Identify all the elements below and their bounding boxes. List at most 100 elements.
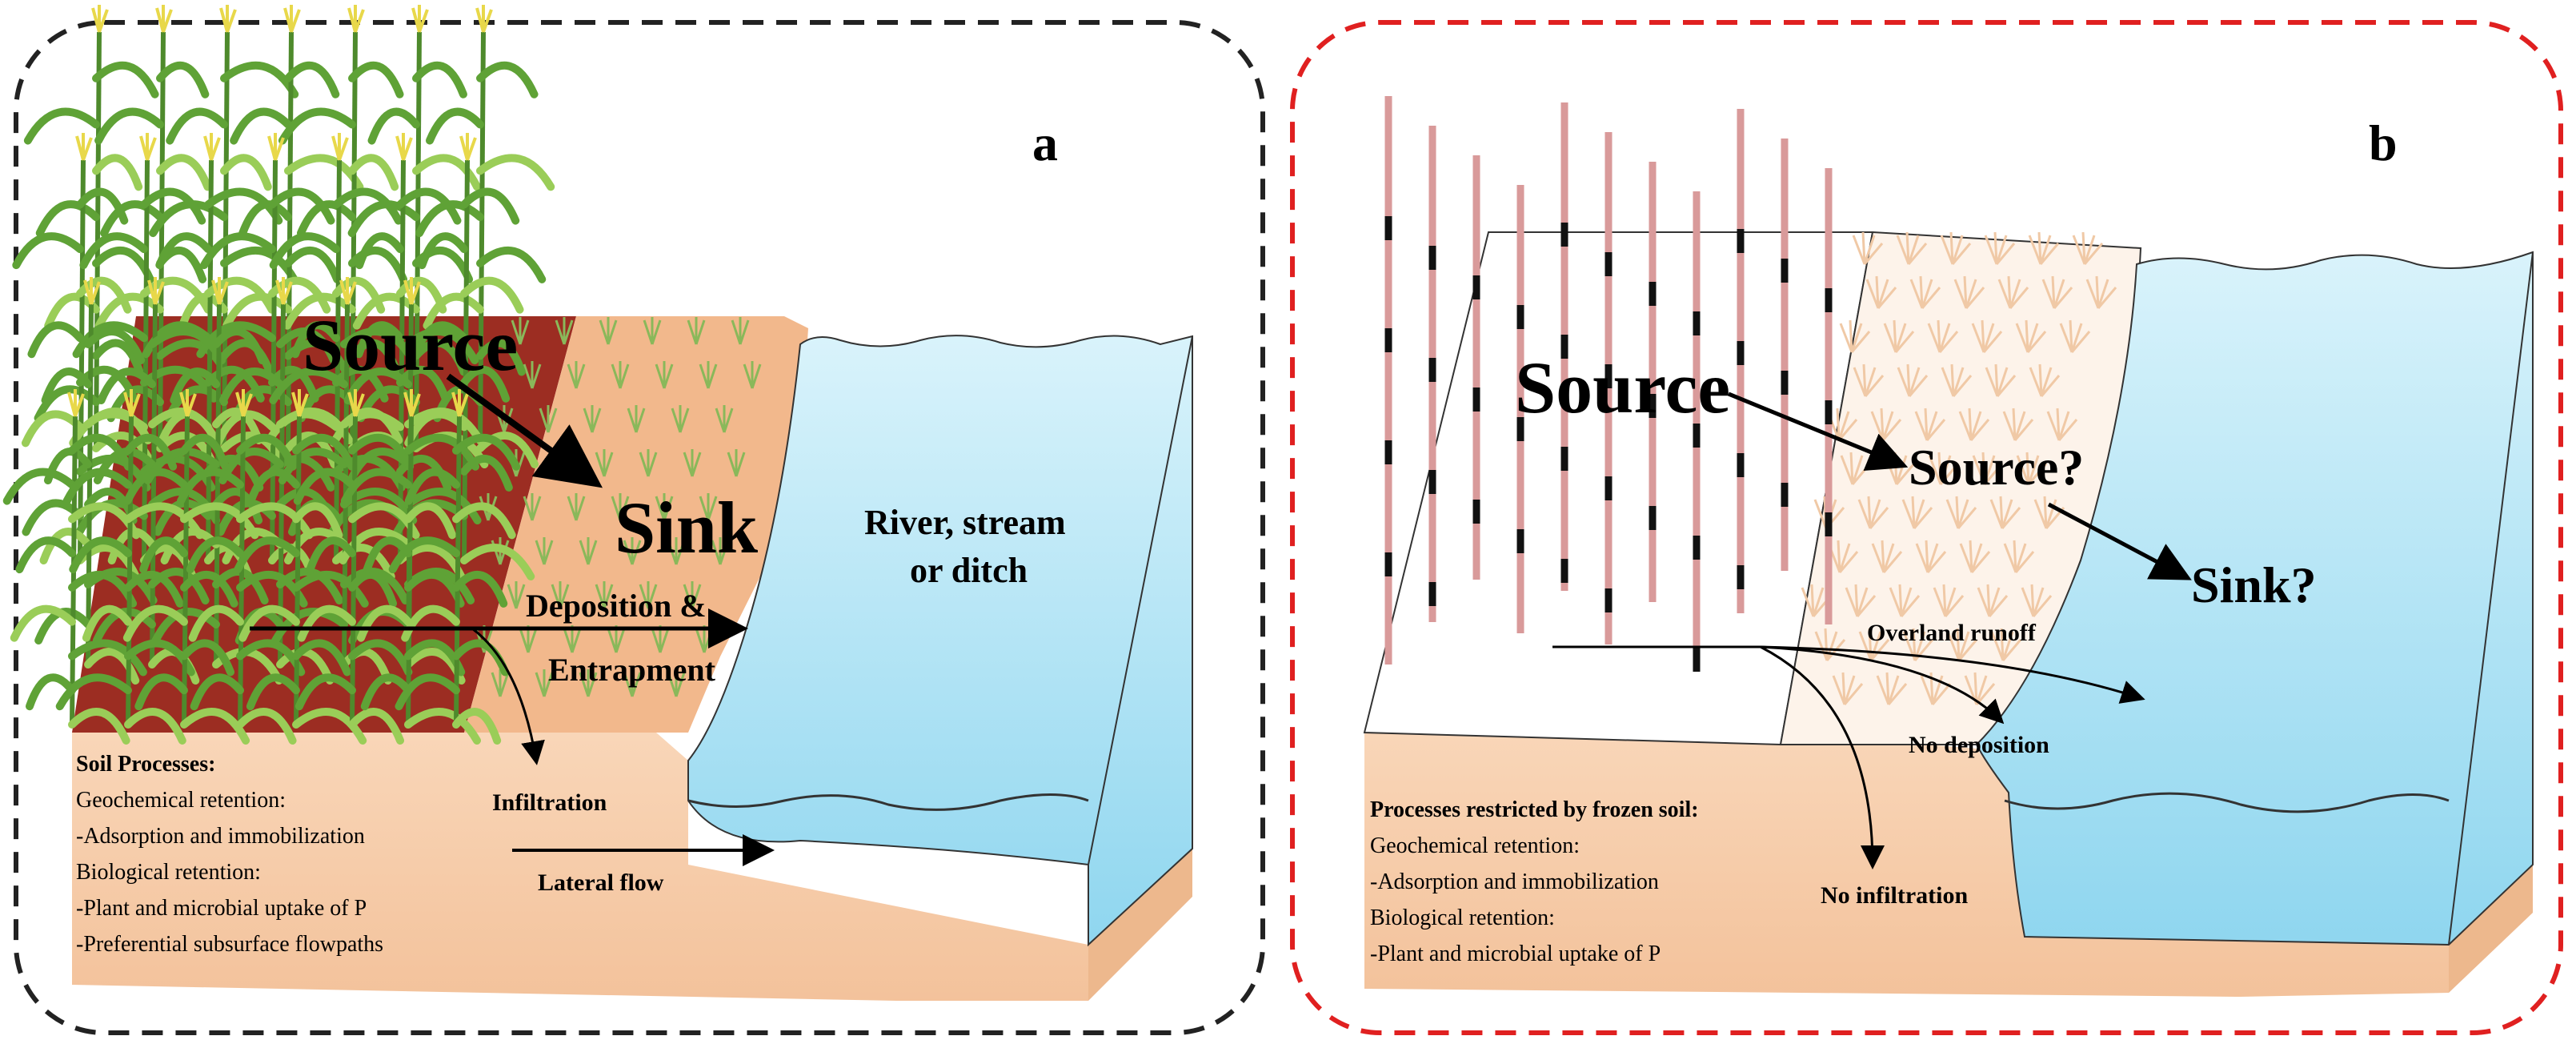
grass-tuft [1984,231,2016,265]
water-label-line-2: or ditch [910,551,1028,590]
no-infiltration-label: No infiltration [1821,882,1968,909]
grass-tuft [1840,452,1872,485]
grass-tuft [1883,319,1915,353]
grass-tuft [1985,363,2017,397]
soil-process-line-2: -Adsorption and immobilization [76,824,365,849]
grass-tuft [1845,584,1877,617]
frozen-process-line-1: Geochemical retention: [1370,833,1580,858]
grass-tuft [511,317,530,345]
deposition-label-line-1: Deposition & [526,588,707,624]
corn-plant [388,389,521,745]
sink-label-a: Sink [615,487,759,568]
grass-tuft [639,581,658,609]
grass-tuft [567,493,586,521]
corn-plant [234,389,369,745]
soil-processes-title: Soil Processes: [76,752,215,777]
soil-process-line-3: Biological retention: [76,860,261,885]
grass-tuft [2046,408,2078,441]
source-label-b: Source [1515,347,1730,428]
grass-tuft [2029,363,2061,397]
infiltration-label: Infiltration [492,789,607,816]
soil-process-line-4: -Plant and microbial uptake of P [76,896,367,921]
source-to-sink-arrow [446,373,603,488]
grass-tuft [1946,628,1978,661]
panel-b-letter: b [2369,114,2398,171]
water-wave-a [687,793,1089,811]
grass-tuft [611,493,630,521]
water-wave-b [2004,792,2450,813]
grass-tuft [555,317,574,345]
grass-tuft [1901,496,1933,529]
crop-field [2,5,555,745]
panel-b-border [1290,20,2563,1035]
source-q-to-sink-q-arrow [2047,502,2192,580]
grass-tuft [1928,452,1960,485]
grass-tuft [1958,408,1990,441]
grass-tuft [1989,496,2021,529]
grass-tuft [699,493,718,521]
grass-tuft [2072,231,2104,265]
grass-tuft [667,669,686,697]
grass-tuft [639,449,658,477]
grass-tuft [1865,275,1897,309]
water-label-line-1: River, stream [864,503,1066,542]
grass-tuft [1801,584,1833,617]
stubble-field [1384,96,1833,672]
grass-tuft [1853,363,1885,397]
grass-tuft [655,361,674,389]
grass-tuft [523,493,542,521]
grass-tuft [507,581,526,609]
grass-tuft [599,317,618,345]
grass-tuft [579,669,598,697]
overland-runoff-arrow [1760,645,2145,704]
no-infiltration-arrow [1760,645,1885,869]
grass-tuft [491,669,510,697]
grass-tuft [2015,319,2047,353]
grass-tuft [687,317,706,345]
grass-tuft [567,361,586,389]
panel-b: b Source Source? Sink? Overland runoff N… [1290,20,2563,1035]
grass-tuft [1972,452,2004,485]
grass-tuft [1839,319,1871,353]
grass-tuft [611,361,630,389]
grass-tuft [1858,628,1890,661]
grass-tuft [1920,672,1952,705]
grass-tuft [1941,363,1973,397]
panel-a-letter: a [1032,114,1058,171]
grass-tuft [743,361,762,389]
corn-plant [293,389,420,745]
grass-tuft [715,405,734,433]
panel-a: a Source Sink River, stream or ditch Dep… [2,5,1265,1035]
grass-tuft [2016,452,2048,485]
grass-tuft [699,361,718,389]
corn-plant [122,389,259,745]
grass-tuft [1857,496,1889,529]
grass-tuft [1871,540,1903,573]
infiltration-arrow [471,627,545,765]
frozen-process-line-4: -Plant and microbial uptake of P [1370,942,1661,966]
grass-tuft [1953,275,1985,309]
frozen-process-line-2: -Adsorption and immobilization [1370,869,1659,894]
grass-tuft [1990,628,2022,661]
grass-tuft [579,537,598,565]
grass-tuft [1889,584,1921,617]
grass-tuft [1909,275,1941,309]
grass-tuft [1852,231,1884,265]
grass-tuft [643,317,662,345]
grass-tuft [623,669,642,697]
grass-tuft [1814,628,1846,661]
soil-process-line-1: Geochemical retention: [76,788,286,813]
sink-q-label: Sink? [2191,556,2317,613]
buffer-grass [475,317,762,697]
grass-tuft [1902,628,1934,661]
grass-tuft [1896,231,1928,265]
grass-tuft [1897,363,1929,397]
water-edge-b [2448,251,2534,946]
grass-tuft [711,537,730,565]
grass-tuft [1971,319,2003,353]
grass-tuft [1915,540,1947,573]
panel-a-border [14,20,1265,1035]
grass-tuft [2003,540,2035,573]
grass-tuft [1876,672,1908,705]
